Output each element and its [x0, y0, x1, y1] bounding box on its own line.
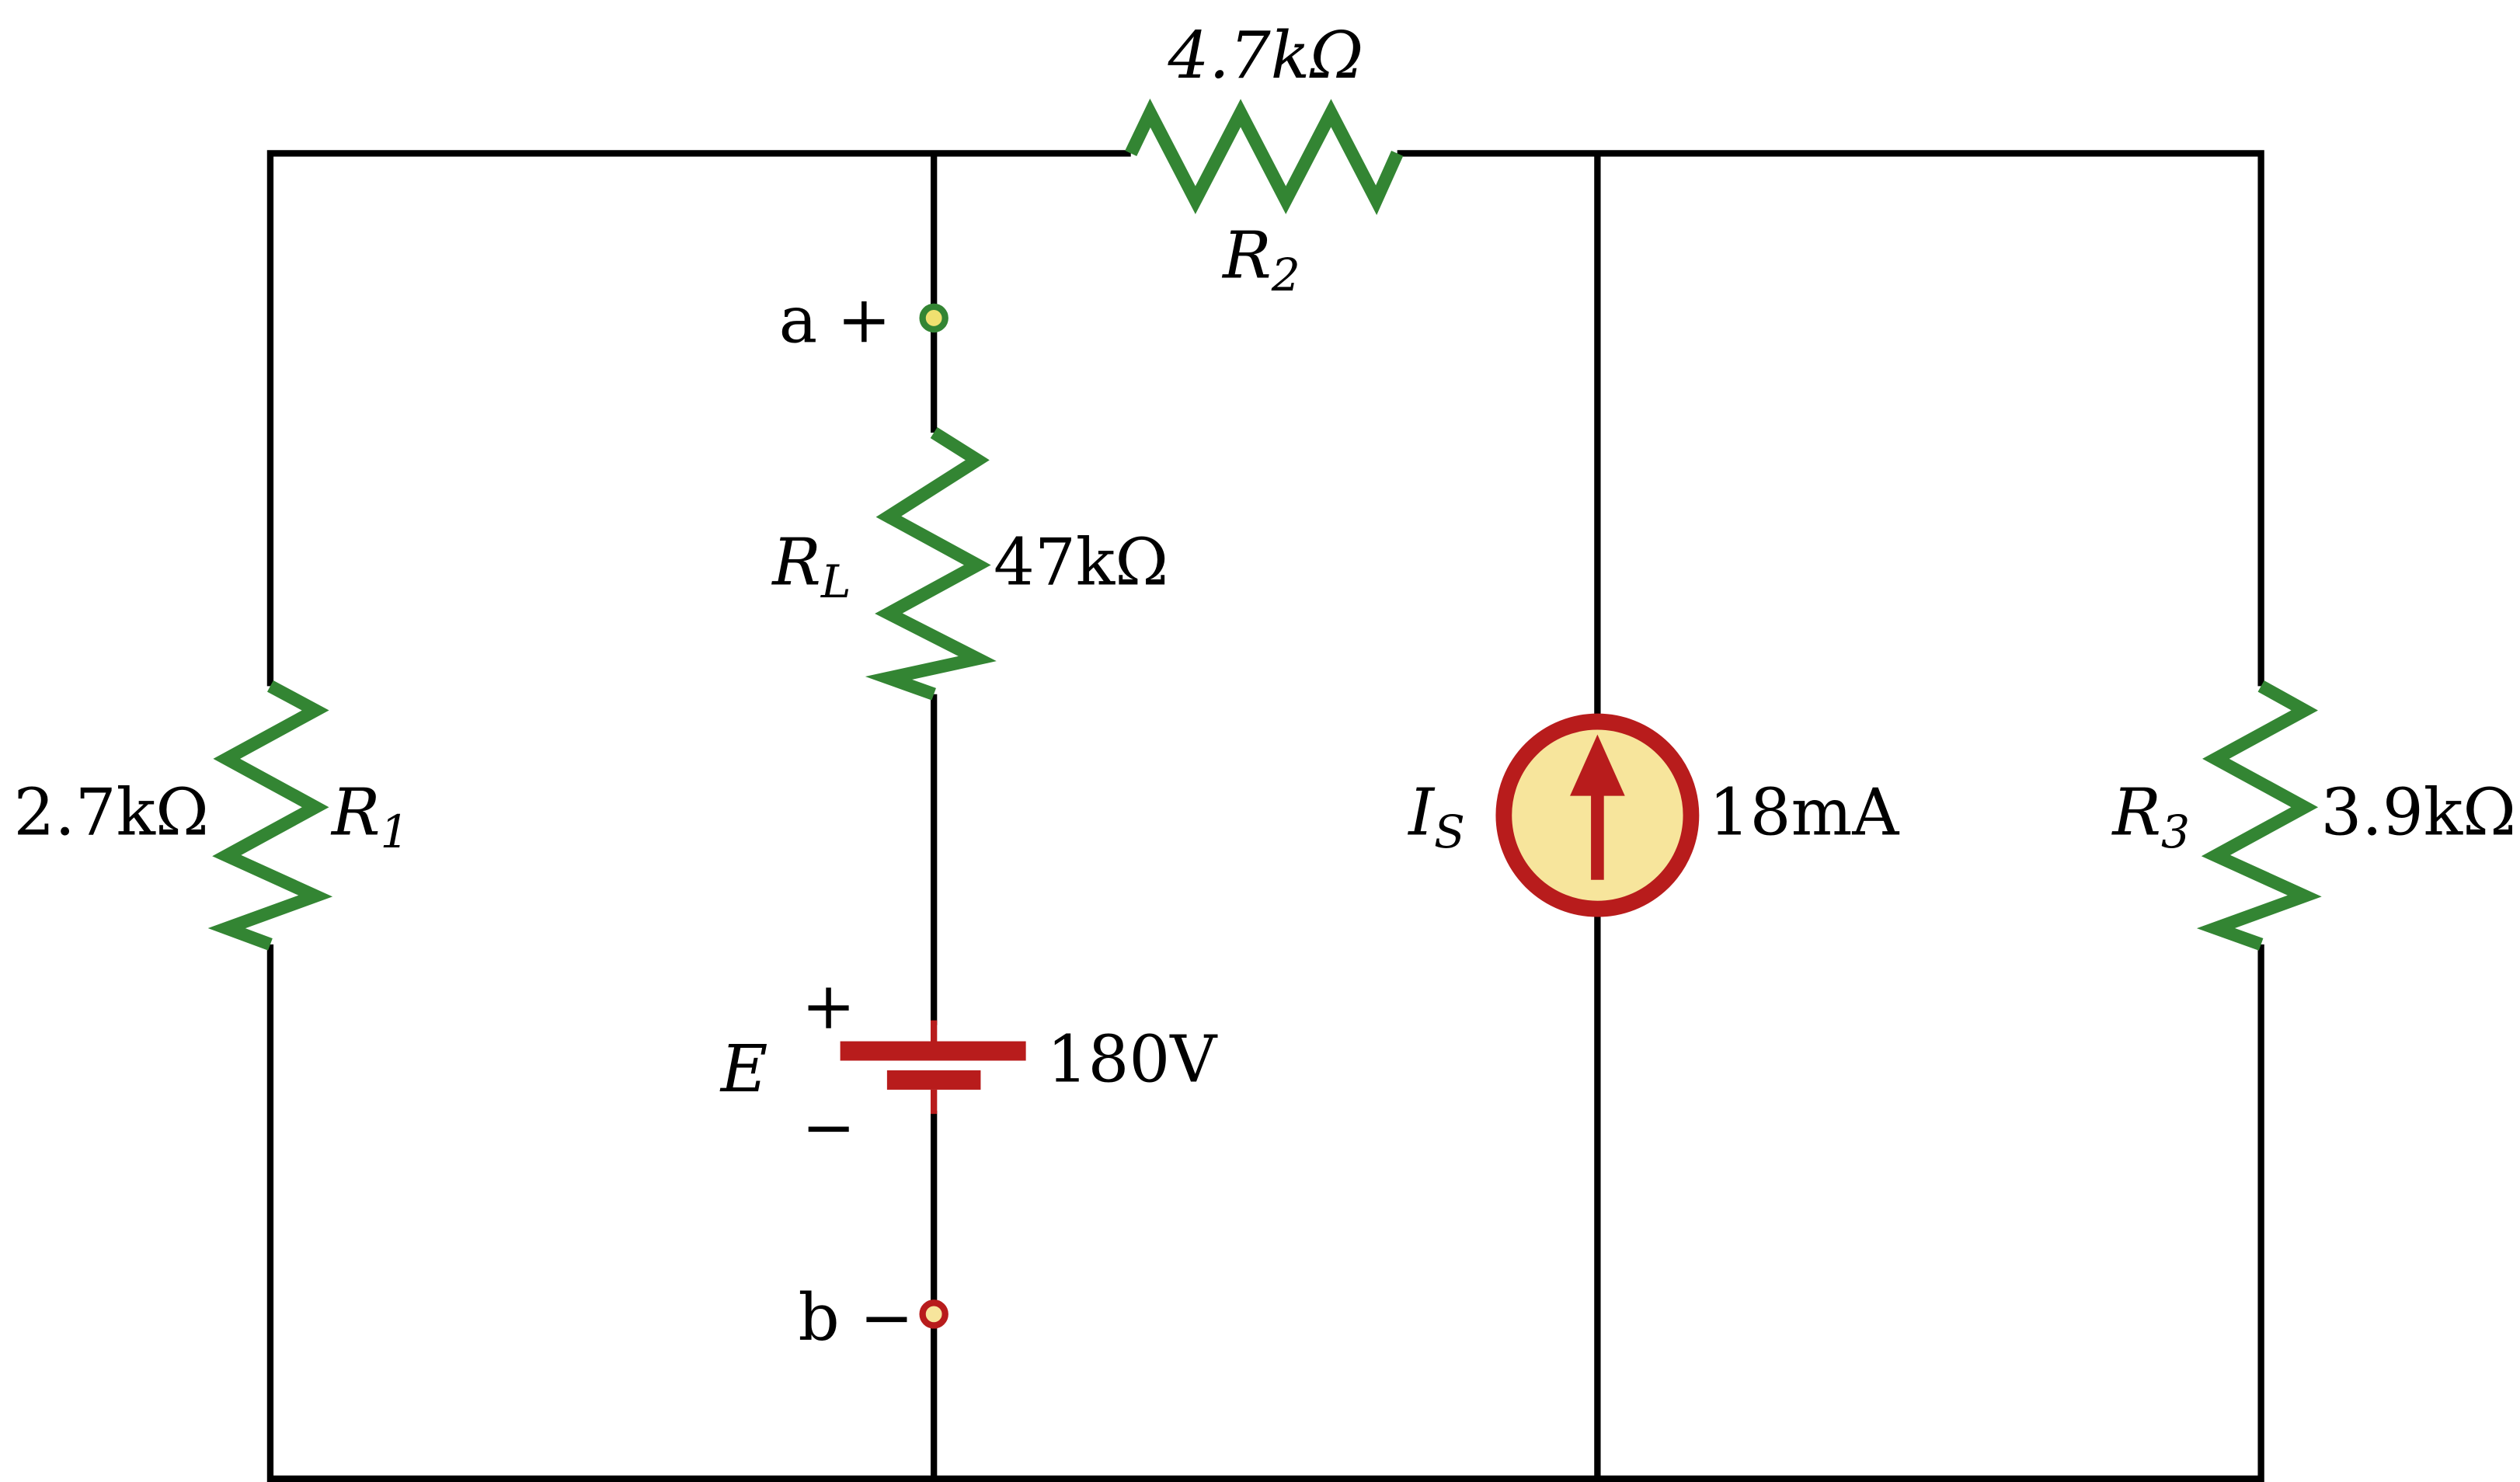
is-value: 18mA	[1709, 775, 1900, 851]
e-minus: −	[802, 1090, 856, 1165]
r3-value: 3.9kΩ	[2321, 775, 2517, 851]
terminal-b[interactable]: b −	[799, 1280, 948, 1355]
e-value: 180V	[1047, 1022, 1219, 1098]
resistor-rl: RL 47kΩ	[771, 426, 1168, 701]
is-name: IS	[1407, 775, 1465, 859]
terminal-a-sign: +	[837, 283, 891, 358]
current-source-is: IS 18mA	[1407, 713, 1900, 917]
rl-name: RL	[771, 524, 851, 608]
r1-value: 2.7kΩ	[13, 775, 209, 851]
e-plus: +	[802, 969, 856, 1044]
resistor-r2: 4.7kΩ R2	[1125, 18, 1404, 301]
r2-name: R2	[1221, 217, 1300, 301]
arrow-head-icon	[1570, 734, 1625, 796]
r2-value: 4.7kΩ	[1168, 18, 1364, 93]
voltage-source-e: + − E 180V	[719, 969, 1219, 1165]
terminal-b-label: b	[799, 1280, 840, 1355]
terminal-b-sign: −	[860, 1280, 914, 1355]
e-name: E	[719, 1031, 768, 1107]
wires	[266, 150, 2264, 1482]
rl-value: 47kΩ	[994, 524, 1168, 600]
resistor-r1: 2.7kΩ R1	[13, 680, 409, 951]
r1-name: R1	[330, 775, 409, 859]
resistor-r3: R3 3.9kΩ	[2111, 680, 2517, 951]
r3-name: R3	[2111, 775, 2190, 859]
terminal-a[interactable]: a +	[779, 283, 948, 358]
terminal-a-label: a	[779, 283, 818, 358]
